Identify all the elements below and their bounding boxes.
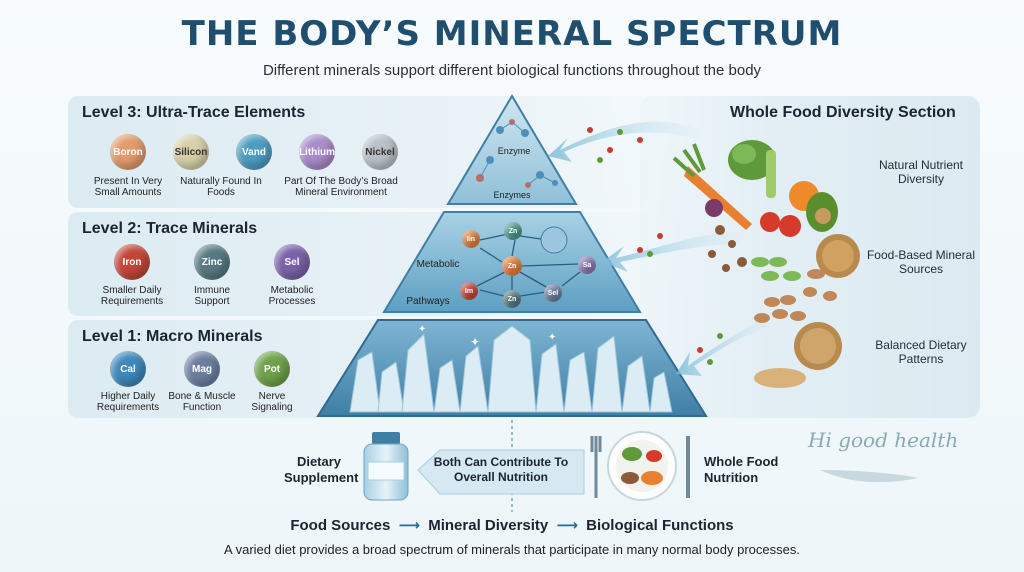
level3-caption: Present In Very Small Amounts	[93, 176, 163, 198]
mineral-orb-boron: Boron	[110, 134, 146, 170]
flow-arrows	[548, 121, 770, 376]
mineral-orb-mag: Mag	[184, 351, 220, 387]
pathway-node: Im	[460, 282, 478, 300]
svg-text:✦: ✦	[418, 324, 426, 335]
whole-food-label: Food-Based Mineral Sources	[866, 248, 976, 276]
arrow-right-icon: ⟶	[556, 517, 578, 534]
whole-food-label: Natural Nutrient Diversity	[878, 158, 964, 186]
brand-logo: Hi good health	[808, 428, 959, 452]
mineral-orb-sel: Sel	[274, 244, 310, 280]
contribute-text: Both Can Contribute To Overall Nutrition	[433, 455, 569, 484]
mineral-orb-nickel: Nickel	[362, 134, 398, 170]
contribute-banner	[417, 449, 585, 495]
mineral-orb-cal: Cal	[110, 351, 146, 387]
pathway-node: Zn	[503, 290, 521, 308]
flow-step-biological-functions: Biological Functions	[586, 517, 734, 534]
arrow-right-icon: ⟶	[398, 517, 421, 534]
level1-title: Level 1: Macro Minerals	[82, 328, 263, 345]
pathway-node: Sa	[578, 256, 596, 274]
plate-icon	[590, 431, 690, 501]
level2-caption: Metabolic Processes	[268, 285, 316, 307]
pathway-node: Sel	[544, 284, 562, 302]
level3-title: Level 3: Ultra-Trace Elements	[82, 104, 306, 121]
pyramid-bottom-tier: ✦ ✦ ✦	[316, 319, 708, 417]
footer-note: A varied diet provides a broad spectrum …	[224, 542, 800, 557]
whole-food-title: Whole Food Diversity Section	[730, 104, 956, 121]
level3-caption: Part Of The Body’s Broad Mineral Environ…	[284, 176, 398, 198]
flow-chain: Food Sources ⟶ Mineral Diversity ⟶ Biolo…	[0, 516, 1024, 534]
page-subtitle: Different minerals support different bio…	[262, 62, 762, 79]
level1-caption: Nerve Signaling	[251, 391, 293, 413]
level1-caption: Bone & Muscle Function	[168, 391, 236, 413]
flow-step-food-sources: Food Sources	[290, 517, 391, 534]
mineral-orb-pot: Pot	[254, 351, 290, 387]
svg-text:✦: ✦	[548, 332, 556, 343]
flow-step-mineral-diversity: Mineral Diversity	[428, 517, 549, 534]
whole-food-illustration	[587, 127, 860, 388]
mineral-orb-silicon: Silicon	[173, 134, 209, 170]
mineral-orb-lithium: Lithium	[299, 134, 335, 170]
mineral-orb-zinc: Zinc	[194, 244, 230, 280]
pathway-node: Zn	[502, 256, 522, 276]
level2-title: Level 2: Trace Minerals	[82, 220, 258, 237]
mineral-orb-vand: Vand	[236, 134, 272, 170]
level1-caption: Higher Daily Requirements	[96, 391, 160, 413]
whole-food-label: Balanced Dietary Patterns	[875, 338, 967, 366]
level2-caption: Smaller Daily Requirements	[100, 285, 164, 307]
supplement-bottle-icon	[363, 432, 409, 501]
page-title: THE BODY’S MINERAL SPECTRUM	[181, 14, 843, 54]
pyramid-top-label: Enzyme	[497, 146, 531, 156]
level3-caption: Naturally Found In Foods	[180, 176, 262, 198]
pathway-node: Zn	[504, 222, 522, 240]
pyramid-middle-label: Pathways	[406, 296, 450, 307]
mineral-orb-iron: Iron	[114, 244, 150, 280]
supplement-label: Dietary Supplement	[284, 454, 359, 485]
svg-text:✦: ✦	[470, 335, 480, 349]
whole-food-nutrition-label: Whole Food Nutrition	[704, 454, 779, 485]
pyramid-top-label: Enzymes	[493, 190, 531, 200]
pyramid-middle-label: Metabolic	[416, 259, 460, 270]
level2-caption: Immune Support	[193, 285, 231, 307]
pyramid-top-tier	[446, 94, 578, 205]
pathway-node: Iin	[462, 230, 480, 248]
brand-leaf-icon	[820, 470, 918, 483]
